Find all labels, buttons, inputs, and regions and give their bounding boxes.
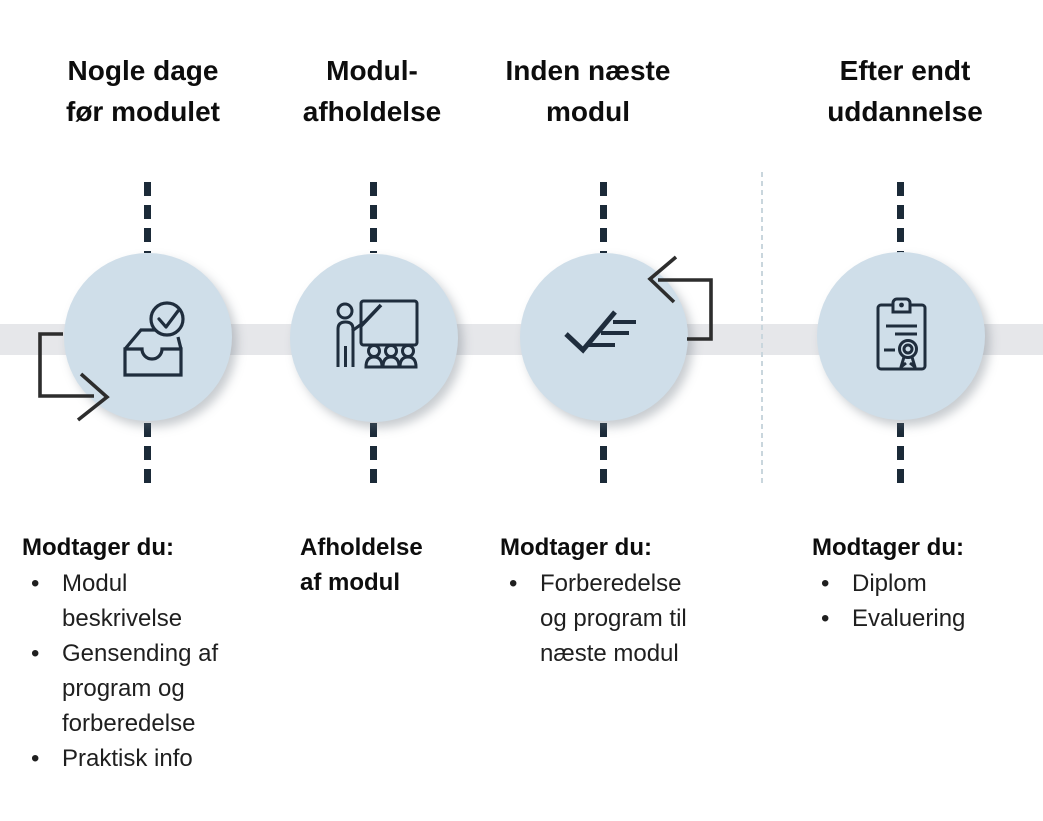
bullet-item: Praktisk info [22,741,262,776]
phase-divider-dashed-line [761,172,763,485]
details-heading-3: Modtager du: [500,534,652,561]
stage-details-1: Modtager du: Modul beskrivelse Gensendin… [22,530,262,776]
stage-details-2: Afholdelse af modul [300,530,490,601]
timeline-dash-top-4 [897,182,904,253]
stage-header-3: Inden næste modul [505,55,671,127]
stage-circle-2 [290,254,458,422]
checklist-icon [564,310,636,354]
bullet-list-4: Diplom Evaluering [812,566,1032,636]
bullet-text: Evaluering [852,605,966,632]
timeline-dash-top-2 [370,182,377,253]
timeline-dash-bottom-3 [600,423,607,483]
timeline-dash-bottom-4 [897,423,904,483]
timeline-dash-top-1 [144,182,151,253]
presenter-icon [336,299,419,369]
bullet-marker [22,741,62,776]
details-heading-1: Modtager du: [22,534,174,561]
timeline-dash-top-3 [600,182,607,253]
stage-circle-1 [64,253,232,421]
bullet-marker [22,566,62,601]
stage-circle-4 [817,252,985,420]
bullet-text: Gensending af program og forberedelse [62,640,219,737]
stage-header-1: Nogle dage før modulet [66,55,220,127]
bullet-text: Diplom [852,570,927,597]
details-heading-4: Modtager du: [812,534,964,561]
bullet-marker [812,601,852,636]
bullet-list-1: Modul beskrivelse Gensending af program … [22,566,262,776]
bullet-marker [22,636,62,671]
stage-circle-3 [520,253,688,421]
stage-header-2: Modul- afholdelse [302,55,442,127]
details-heading-2: Afholdelse af modul [300,534,423,596]
bullet-item: Gensending af program og forberedelse [22,636,262,741]
inbox-check-icon [123,301,185,377]
bullet-marker [812,566,852,601]
stage-header-4: Efter endt uddannelse [827,55,983,127]
bullet-item: Evaluering [812,601,1032,636]
bullet-item: Modul beskrivelse [22,566,262,636]
bullet-text: Forberedelse og program til næste modul [540,570,687,667]
timeline-dash-bottom-2 [370,423,377,483]
bullet-item: Forberedelse og program til næste modul [500,566,720,671]
timeline-dash-bottom-1 [144,423,151,483]
bullet-text: Praktisk info [62,745,193,772]
bullet-item: Diplom [812,566,1032,601]
stage-details-3: Modtager du: Forberedelse og program til… [500,530,720,671]
bullet-list-3: Forberedelse og program til næste modul [500,566,720,671]
bullet-text: Modul beskrivelse [62,570,183,632]
diploma-icon [876,297,927,371]
bullet-marker [500,566,540,601]
stage-details-4: Modtager du: Diplom Evaluering [812,530,1032,636]
